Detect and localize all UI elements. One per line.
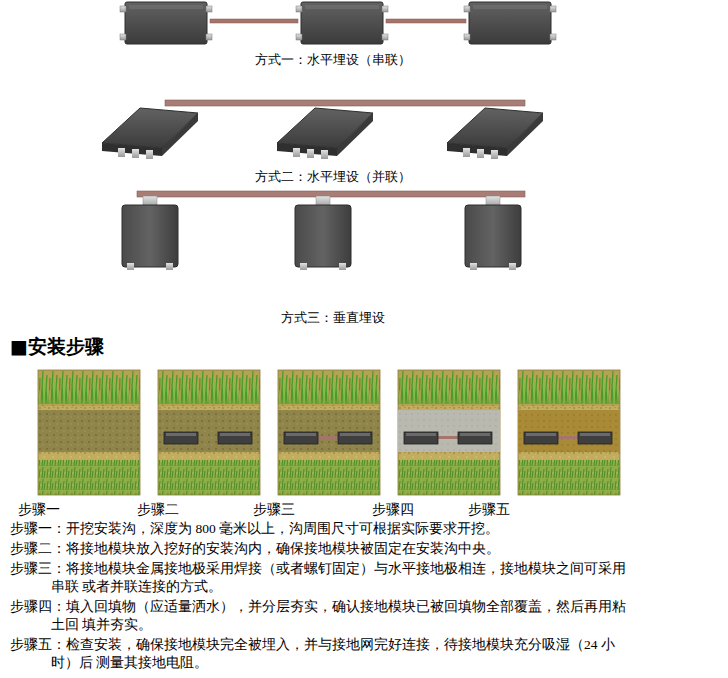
section-heading: ■安装步骤 [10,334,104,358]
step-block [158,370,260,495]
parallel-modules [102,100,543,159]
step-description: 步骤三：将接地模块金属接地极采用焊接（或者螺钉固定）与水平接地极相连，接地模块之… [10,560,639,596]
step-text-block: 步骤一：开挖安装沟，深度为 800 毫米以上，沟周围尺寸可根据实际要求开挖。步骤… [10,520,639,674]
method-caption: 方式一：水平埋设（串联） [133,51,533,69]
step-label: 步骤五 [468,501,510,519]
method-caption: 方式二：水平埋设（并联） [133,168,533,186]
step-description: 步骤一：开挖安装沟，深度为 800 毫米以上，沟周围尺寸可根据实际要求开挖。 [10,520,639,538]
step-label: 步骤一 [18,501,60,519]
vertical-modules [122,191,525,270]
step-label: 步骤二 [137,501,179,519]
step-description: 步骤二：将接地模块放入挖好的安装沟内，确保接地模块被固定在安装沟中央。 [10,540,639,558]
step-block [518,370,620,495]
step-description: 步骤四：填入回填物（应适量洒水），并分层夯实，确认接地模块已被回填物全部覆盖，然… [10,598,639,634]
step-block [398,370,500,495]
step-block [278,370,380,495]
step-label: 步骤三 [253,501,295,519]
step-label: 步骤四 [372,501,414,519]
series-modules [120,2,556,44]
step-block [38,370,140,495]
step-description: 步骤五：检查安装，确保接地模块完全被埋入，并与接地网完好连接，待接地模块充分吸湿… [10,636,639,672]
method-caption: 方式三：垂直埋设 [133,309,533,327]
